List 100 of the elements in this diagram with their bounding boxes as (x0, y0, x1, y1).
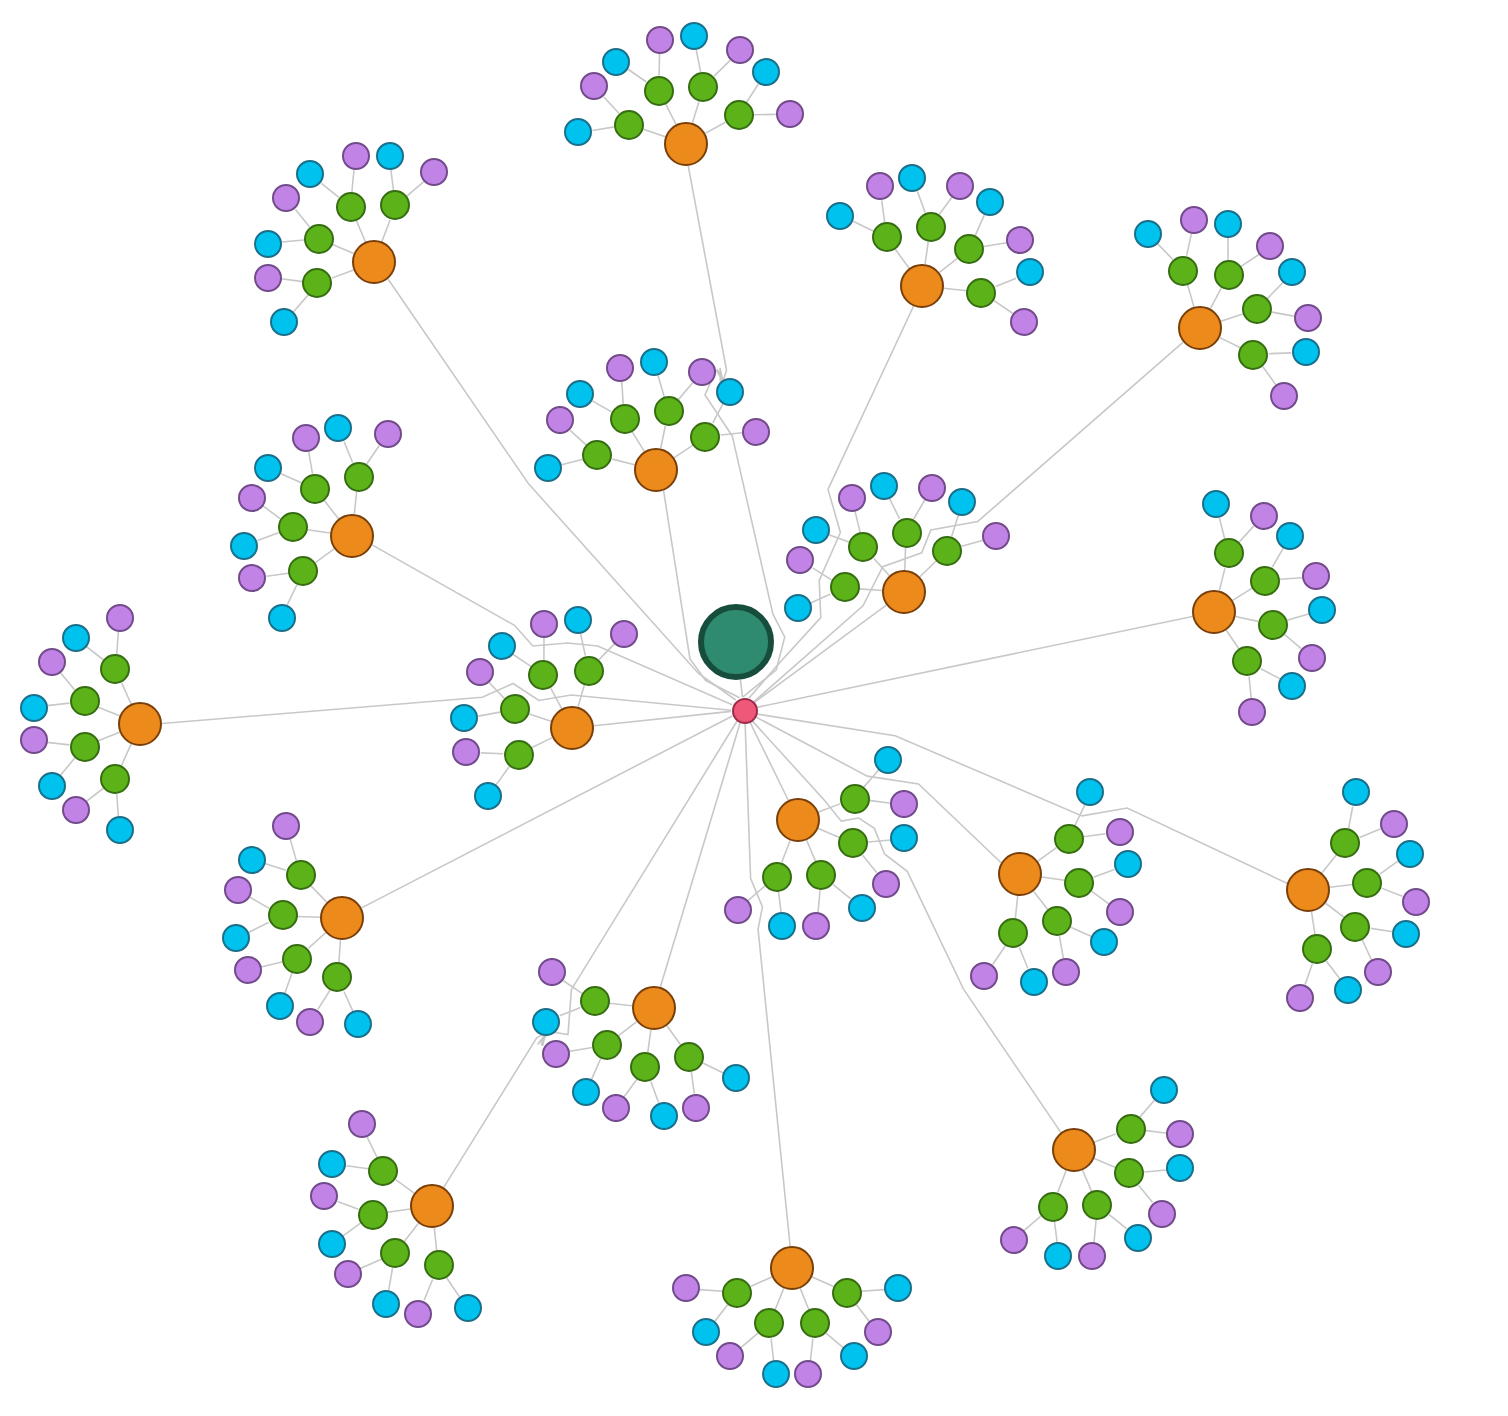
connector-line (1361, 938, 1373, 961)
leaf-circle (761, 1360, 790, 1389)
branch-circle (302, 268, 333, 299)
leaf-circle (645, 25, 674, 54)
connector-line (1023, 1215, 1042, 1232)
branch-circle (799, 1308, 830, 1339)
cluster-circle (770, 1246, 814, 1290)
connector-line (338, 939, 342, 964)
branch-circle (579, 986, 610, 1017)
connector-line (161, 682, 732, 725)
connector-line (805, 839, 817, 863)
connector-line (306, 528, 331, 534)
branch-circle (723, 99, 754, 130)
leaf-circle (19, 693, 48, 722)
connector-line (916, 190, 926, 214)
connector-line (307, 931, 327, 949)
leaf-circle (1363, 958, 1392, 987)
leaf-circle (715, 377, 744, 405)
connector-line (809, 593, 832, 604)
connector-line (993, 299, 1014, 315)
connector-line (755, 713, 1288, 885)
connector-line (296, 915, 321, 919)
connector-line (646, 1029, 652, 1054)
leaf-circle (565, 379, 594, 408)
leaf-circle (1302, 562, 1331, 591)
branch-circle (998, 918, 1029, 949)
connector-line (852, 220, 874, 232)
branch-circle (1115, 1113, 1145, 1144)
leaf-circle (292, 424, 321, 453)
connector-line (1014, 895, 1019, 920)
connector-line (345, 1164, 370, 1170)
leaf-circle (1180, 206, 1209, 235)
branch-circle (839, 783, 869, 814)
connector-line (657, 374, 666, 398)
connector-line (1186, 283, 1195, 308)
connector-line (371, 544, 733, 706)
connector-line (331, 269, 355, 279)
leaf-circle (1278, 258, 1307, 287)
leaf-circle (721, 1064, 750, 1093)
connector-line (1321, 854, 1338, 874)
connector-line (1324, 902, 1345, 918)
leaf-circle (318, 1149, 347, 1178)
connector-line (1234, 615, 1259, 623)
branch-circle (1213, 260, 1244, 290)
leaf-circle (534, 454, 562, 483)
leaf-circle (563, 606, 592, 635)
cluster-circle (1286, 868, 1330, 912)
connector-line (809, 1337, 814, 1362)
connector-line (1209, 287, 1222, 310)
leaf-circle (1019, 967, 1048, 996)
connector-line (867, 839, 892, 843)
leaf-circle (530, 609, 559, 638)
branch-circle (69, 686, 100, 717)
leaf-circle (917, 473, 946, 502)
connector-line (115, 792, 120, 817)
leaf-circle (847, 893, 876, 922)
connector-line (445, 1277, 461, 1298)
connector-line (394, 1178, 415, 1194)
connector-line (423, 1278, 434, 1302)
connector-line (292, 294, 309, 313)
leaf-circle (801, 516, 830, 545)
leaf-circle (1395, 839, 1424, 868)
connector-line (1266, 281, 1284, 300)
leaf-circle (726, 36, 754, 65)
cluster-circle (118, 702, 162, 746)
leaf-circle (296, 1007, 325, 1036)
connector-line (1143, 1169, 1168, 1173)
connector-line (658, 52, 661, 77)
connector-line (960, 539, 984, 548)
connector-line (991, 945, 1007, 966)
leaf-circle (317, 1230, 346, 1259)
connector-line (1139, 1099, 1156, 1118)
leaf-circle (545, 406, 574, 435)
cluster-circle (320, 896, 364, 940)
leaf-circle (1076, 778, 1105, 807)
leaf-circle (671, 1274, 700, 1303)
connector-line (950, 513, 960, 537)
connector-line (1380, 887, 1404, 897)
branch-circle (643, 75, 674, 106)
branch-circle (614, 109, 645, 140)
connector-line (832, 883, 852, 900)
branch-circle (343, 461, 374, 492)
branch-circle (1352, 867, 1383, 898)
connector-line (713, 59, 731, 77)
connector-line (608, 1002, 633, 1007)
branch-circle (1037, 1191, 1068, 1221)
connector-line (873, 557, 891, 577)
connector-line (713, 1303, 729, 1323)
leaf-circle (310, 1182, 339, 1211)
leaf-circle (37, 771, 66, 800)
connector-line (627, 68, 648, 83)
leaf-circle (254, 454, 283, 483)
connector-line (1231, 587, 1253, 602)
connector-line (97, 706, 121, 717)
connector-line (745, 82, 760, 104)
connector-line (855, 1303, 871, 1323)
connector-line (336, 1200, 360, 1210)
leaf-circle (253, 263, 282, 291)
connector-line (355, 219, 367, 243)
connector-line (1074, 804, 1086, 826)
